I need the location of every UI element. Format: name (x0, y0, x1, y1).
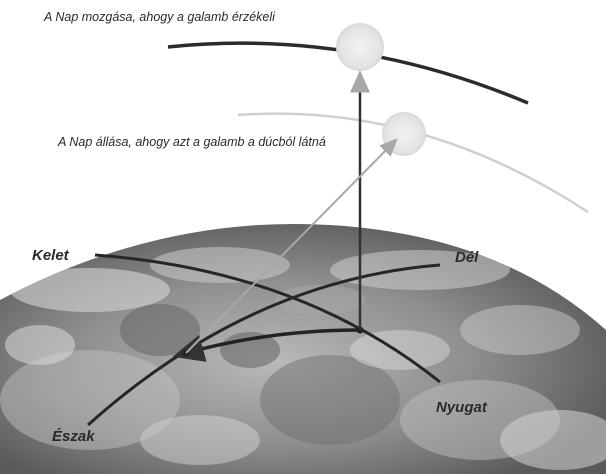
label-east: Kelet (32, 247, 70, 264)
north-south-arc (86, 263, 441, 427)
label-sun-position: A Nap állása, ahogy azt a galamb a dúcbó… (57, 135, 326, 149)
label-west: Nyugat (436, 399, 488, 416)
label-sun-motion: A Nap mozgása, ahogy a galamb érzékeli (43, 10, 276, 24)
sun-from-loft (382, 112, 426, 156)
loft-sun-arrow (185, 138, 398, 354)
sun-perceived (336, 23, 384, 71)
earth-globe (0, 223, 606, 474)
east-west-arc (94, 253, 441, 384)
displacement-arrow (172, 328, 361, 362)
label-south: Dél (455, 249, 479, 266)
label-north: Észak (52, 428, 95, 445)
